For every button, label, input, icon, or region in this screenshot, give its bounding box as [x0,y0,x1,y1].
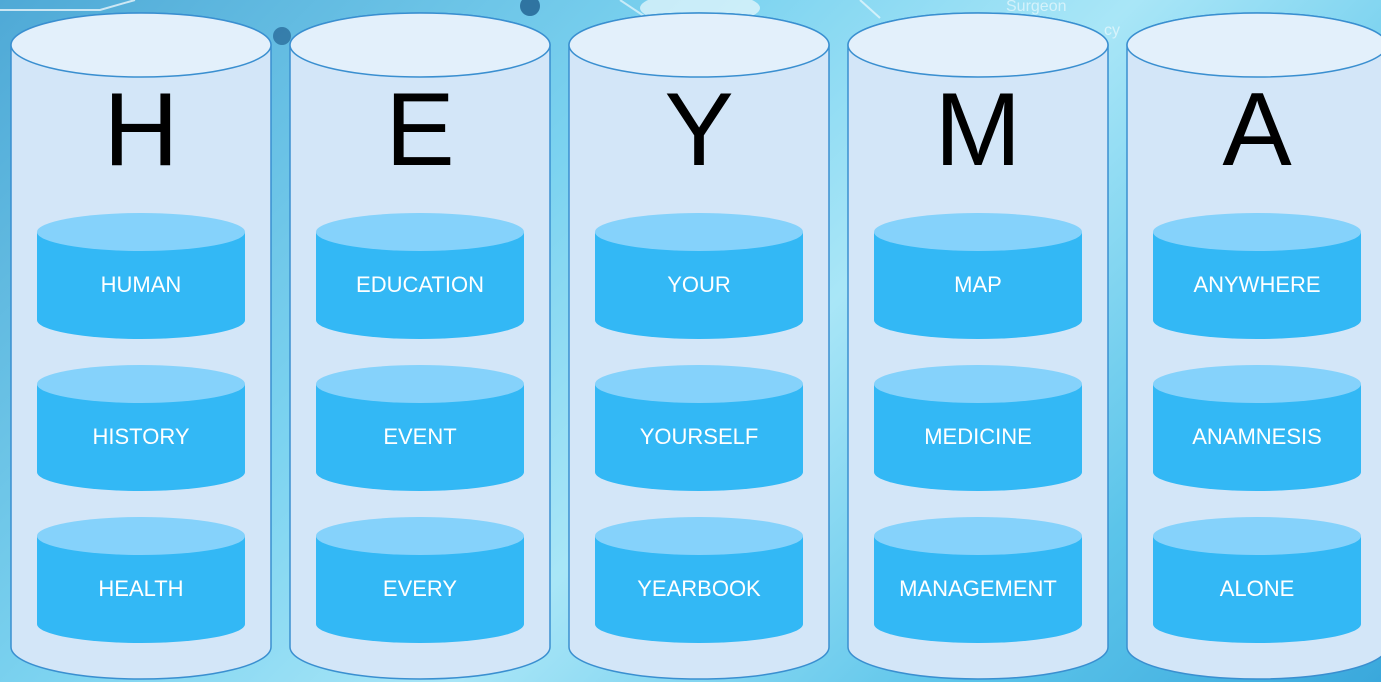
word-cylinder-shape [316,365,524,491]
column-letter: E [385,72,455,188]
word-label: ALONE [1219,576,1295,601]
word-cylinder-shape [1153,365,1361,491]
word-label: YEARBOOK [637,576,761,601]
column-cylinder [1126,12,1381,680]
word-cylinder-management: MANAGEMENT [873,516,1083,644]
column-y: Y YOUR YOURSELF YEARBOOK [568,12,830,680]
word-cylinder-human: HUMAN [36,212,246,340]
word-cylinder-alone: ALONE [1152,516,1362,644]
word-label: HUMAN [100,272,182,297]
word-label: HEALTH [98,576,184,601]
word-cylinder-shape [37,517,245,643]
word-cylinder-shape [595,517,803,643]
word-label: YOUR [667,272,731,297]
word-cylinder-shape [595,213,803,339]
column-e: E EDUCATION EVENT EVERY [289,12,551,680]
word-cylinder-shape [874,517,1082,643]
word-cylinder-anamnesis: ANAMNESIS [1152,364,1362,492]
word-label: ANYWHERE [1193,272,1321,297]
word-cylinder-health: HEALTH [36,516,246,644]
column-letter: H [103,72,179,188]
column-h: H HUMAN HISTORY HEALTH [10,12,272,680]
column-a: A ANYWHERE ANAMNESIS ALONE [1126,12,1381,680]
word-cylinder-event: EVENT [315,364,525,492]
column-cylinder [568,12,830,680]
word-label: EDUCATION [356,272,484,297]
word-cylinder-anywhere: ANYWHERE [1152,212,1362,340]
column-letter: M [934,72,1022,188]
word-cylinder-shape [874,365,1082,491]
word-label: MAP [954,272,1002,297]
word-cylinder-shape [1153,213,1361,339]
word-cylinder-shape [316,517,524,643]
word-cylinder-shape [595,365,803,491]
word-cylinder-yearbook: YEARBOOK [594,516,804,644]
background-text-surgeon: Surgeon [1006,0,1067,15]
word-cylinder-shape [874,213,1082,339]
word-cylinder-shape [1153,517,1361,643]
word-cylinder-map: MAP [873,212,1083,340]
column-letter: A [1222,72,1292,188]
word-cylinder-shape [37,365,245,491]
word-label: MANAGEMENT [899,576,1057,601]
word-cylinder-history: HISTORY [36,364,246,492]
column-cylinder [289,12,551,680]
word-cylinder-medicine: MEDICINE [873,364,1083,492]
word-cylinder-shape [37,213,245,339]
background-text-fragment: cy [1104,22,1120,39]
word-label: ANAMNESIS [1192,424,1322,449]
word-cylinder-every: EVERY [315,516,525,644]
column-letter: Y [664,72,734,188]
word-cylinder-yourself: YOURSELF [594,364,804,492]
column-m: M MAP MEDICINE MANAGEMENT [847,12,1109,680]
word-cylinder-your: YOUR [594,212,804,340]
word-label: EVERY [382,576,458,601]
word-label: YOURSELF [639,424,759,449]
word-cylinder-education: EDUCATION [315,212,525,340]
column-cylinder [10,12,272,680]
word-label: MEDICINE [924,424,1032,449]
word-cylinder-shape [316,213,524,339]
word-label: HISTORY [92,424,190,449]
column-cylinder [847,12,1109,680]
word-label: EVENT [383,424,457,449]
